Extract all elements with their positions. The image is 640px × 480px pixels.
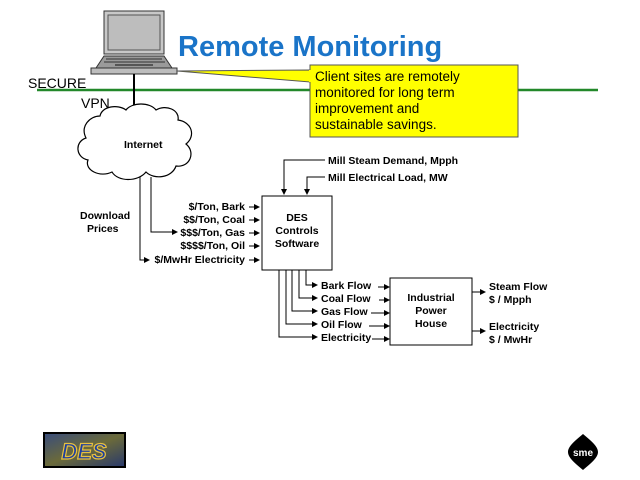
callout-line-3: improvement and	[315, 101, 419, 116]
download-label-line-2: Prices	[87, 223, 119, 235]
sme-logo: sme	[568, 434, 598, 470]
vpn-label: VPN	[81, 95, 110, 111]
sme-logo-text: sme	[573, 448, 593, 459]
laptop-icon	[90, 10, 178, 75]
flow-line-gas	[291, 270, 318, 314]
controls-line-3: Software	[275, 238, 320, 250]
callout-line-1: Client sites are remotely	[315, 69, 460, 84]
download-line-electricity	[139, 177, 150, 263]
flow-oil: Oil Flow	[321, 319, 363, 331]
flow-electricity: Electricity	[321, 332, 371, 344]
callout-line-2: monitored for long term	[315, 85, 455, 100]
price-electricity: $/MwHr Electricity	[155, 254, 246, 266]
internet-label: Internet	[124, 139, 163, 151]
price-coal: $$/Ton, Coal	[183, 214, 245, 226]
output-steam-line-2: $ / Mpph	[489, 294, 532, 306]
controls-line-2: Controls	[275, 225, 318, 237]
flow-line-electricity	[278, 270, 318, 340]
mill-electrical-load-label: Mill Electrical Load, MW	[328, 172, 448, 184]
price-list: $/Ton, Bark $$/Ton, Coal $$$/Ton, Gas $$…	[155, 201, 260, 266]
power-house-box: Industrial Power House	[389, 277, 473, 346]
flow-coal: Coal Flow	[321, 293, 371, 305]
powerhouse-line-1: Industrial	[407, 292, 454, 304]
controls-line-1: DES	[286, 212, 308, 224]
des-logo: DES	[43, 432, 126, 468]
slide-title: Remote Monitoring	[178, 31, 442, 63]
secure-label: SECURE	[28, 75, 86, 91]
price-gas: $$$/Ton, Gas	[180, 227, 245, 239]
flow-line-coal	[298, 270, 318, 301]
download-label-line-1: Download	[80, 210, 130, 222]
flow-line-bark	[305, 270, 318, 288]
flow-bark: Bark Flow	[321, 280, 372, 292]
price-oil: $$$$/Ton, Oil	[180, 240, 245, 252]
mill-steam-demand-label: Mill Steam Demand, Mpph	[328, 155, 458, 167]
mill-electrical-load-arrow	[304, 176, 325, 195]
output-electricity-line-2: $ / MwHr	[489, 334, 532, 346]
output-steam-line-1: Steam Flow	[489, 281, 548, 293]
flow-gas: Gas Flow	[321, 306, 369, 318]
flow-line-oil	[285, 270, 318, 327]
callout: Client sites are remotely monitored for …	[176, 64, 519, 138]
des-controls-box: DES Controls Software	[261, 195, 333, 271]
des-logo-text: DES	[61, 439, 107, 464]
output-electricity-line-1: Electricity	[489, 321, 539, 333]
powerhouse-line-3: House	[415, 318, 447, 330]
internet-cloud-icon: Internet	[77, 103, 193, 181]
price-bark: $/Ton, Bark	[189, 201, 246, 213]
callout-line-4: sustainable savings.	[315, 117, 437, 132]
powerhouse-line-2: Power	[415, 305, 447, 317]
mill-steam-demand-arrow	[281, 159, 325, 195]
download-line-gas	[150, 177, 178, 235]
